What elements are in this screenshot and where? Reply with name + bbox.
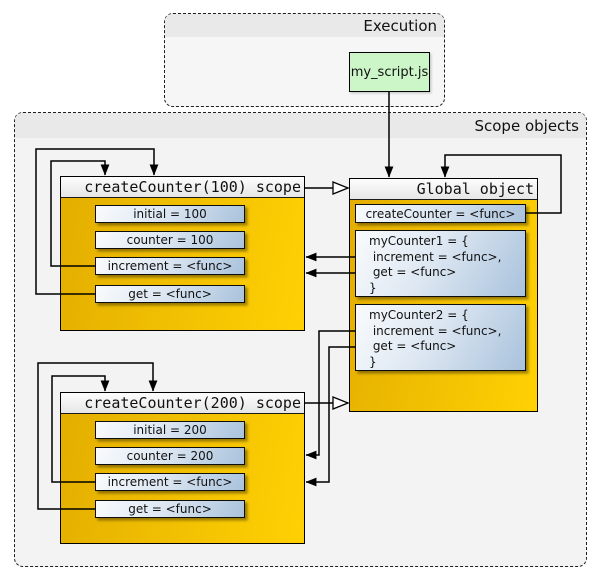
scope100-item-initial: initial = 100 [95,205,245,223]
scope200-item-initial: initial = 200 [95,421,245,439]
global-object-header: Global object [350,179,537,200]
scope100-box: createCounter(100) scope [60,176,305,331]
scope100-item-increment: increment = <func> [95,257,245,275]
mycounter2-line: increment = <func>, [369,323,502,338]
scope200-box: createCounter(200) scope [60,392,305,544]
scope200-item-get: get = <func> [95,500,245,518]
scope100-item-get: get = <func> [95,285,245,303]
global-item-createcounter: createCounter = <func> [355,204,526,223]
mycounter2-line: get = <func> [369,339,457,353]
mycounter1-line: increment = <func>, [369,249,502,264]
scope-objects-title: Scope objects [15,113,586,138]
mycounter2-line: myCounter2 = { [369,308,469,322]
scope200-header: createCounter(200) scope [61,393,304,414]
mycounter1-line: get = <func> [369,265,457,279]
scope200-item-increment: increment = <func> [95,473,245,491]
global-item-mycounter1: myCounter1 = { increment = <func>, get =… [355,230,526,297]
mycounter1-line: } [369,280,377,295]
execution-title: Execution [165,14,444,37]
mycounter2-line: } [369,354,377,369]
mycounter1-line: myCounter1 = { [369,234,469,248]
global-item-mycounter2: myCounter2 = { increment = <func>, get =… [355,304,526,371]
script-node: my_script.js [349,52,430,92]
scope100-item-counter: counter = 100 [95,231,245,249]
scope200-item-counter: counter = 200 [95,447,245,465]
scope100-header: createCounter(100) scope [61,177,304,198]
